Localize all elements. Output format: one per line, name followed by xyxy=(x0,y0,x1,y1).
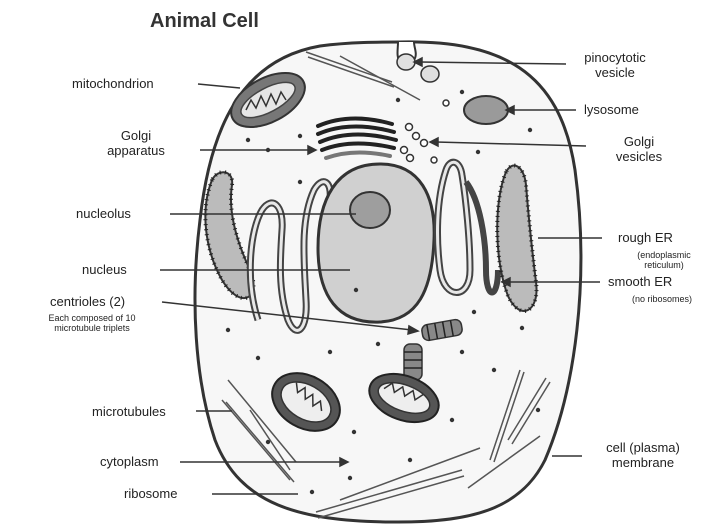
label-nucleus: nucleus xyxy=(82,262,127,277)
label-rough-er: rough ER xyxy=(618,230,673,245)
label-golgi-apparatus: Golgi apparatus xyxy=(80,128,192,158)
label-cell-membrane-line2: membrane xyxy=(586,455,700,470)
label-centrioles-note-line1: Each composed of 10 xyxy=(8,313,176,323)
label-pinocytotic-vesicle: pinocytotic vesicle xyxy=(560,50,670,80)
label-golgi-vesicles: Golgi vesicles xyxy=(594,134,684,164)
diagram-title: Animal Cell xyxy=(150,10,259,33)
label-centrioles: centrioles (2) xyxy=(50,294,125,309)
label-golgi-vesicles-line1: Golgi xyxy=(594,134,684,149)
label-centrioles-note-line2: microtubule triplets xyxy=(8,323,176,333)
label-lysosome: lysosome xyxy=(584,102,639,117)
label-rough-er-note: (endoplasmic reticulum) xyxy=(612,250,716,270)
label-golgi-apparatus-line1: Golgi xyxy=(80,128,192,143)
label-golgi-apparatus-line2: apparatus xyxy=(80,143,192,158)
nucleus xyxy=(318,164,434,322)
label-smooth-er: smooth ER xyxy=(608,274,672,289)
label-microtubules: microtubules xyxy=(92,404,166,419)
nucleolus xyxy=(350,192,390,228)
label-pinocytotic-vesicle-line1: pinocytotic xyxy=(560,50,670,65)
label-ribosome: ribosome xyxy=(124,486,177,501)
label-mitochondrion: mitochondrion xyxy=(72,76,154,91)
label-golgi-vesicles-line2: vesicles xyxy=(594,149,684,164)
label-rough-er-note-line2: reticulum) xyxy=(612,260,716,270)
label-smooth-er-note: (no ribosomes) xyxy=(604,294,720,304)
label-nucleolus: nucleolus xyxy=(76,206,131,221)
lysosome xyxy=(464,96,508,124)
label-centrioles-note: Each composed of 10 microtubule triplets xyxy=(8,313,176,333)
label-pinocytotic-vesicle-line2: vesicle xyxy=(560,65,670,80)
label-cell-membrane: cell (plasma) membrane xyxy=(586,440,700,470)
label-cytoplasm: cytoplasm xyxy=(100,454,159,469)
label-cell-membrane-line1: cell (plasma) xyxy=(586,440,700,455)
label-rough-er-note-line1: (endoplasmic xyxy=(612,250,716,260)
